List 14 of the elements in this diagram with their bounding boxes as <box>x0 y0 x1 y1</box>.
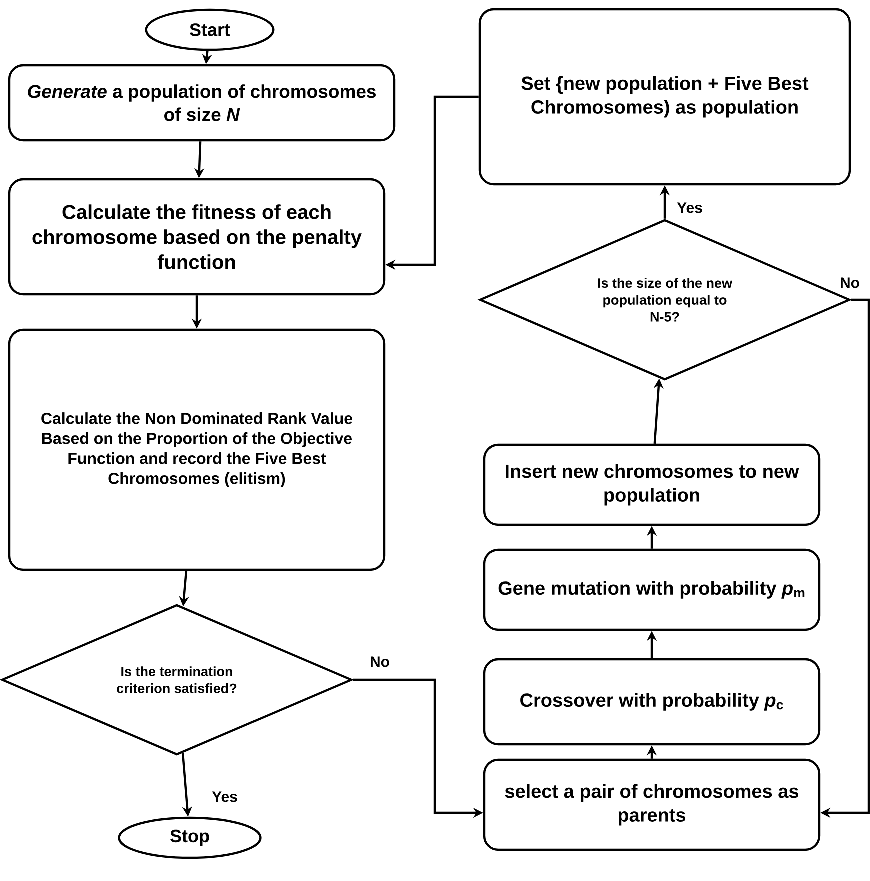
process-box: Gene mutation with probability p$_{m}$ <box>483 548 821 632</box>
process-box: Crossover with probability p$_{c}$ <box>483 658 821 746</box>
edge-label: No <box>841 278 860 288</box>
terminal-oval: Start <box>145 8 275 52</box>
terminal-oval: Stop <box>118 816 262 860</box>
process-box: Insert new chromosomes to new population <box>483 444 821 526</box>
edge-label: No <box>371 656 390 668</box>
process-box: Calculate the fitness of each chromosome based on the penalty function <box>8 178 386 296</box>
edge-label: Yes <box>677 202 702 214</box>
process-box: Calculate the Non Dominated Rank Value Based on the Proportion of the Objective Function and record the Five Best Chromosomes (elitism) <box>8 328 386 572</box>
process-box: select a pair of chromosomes as parents <box>483 758 821 852</box>
edge-label: Yes <box>212 792 238 802</box>
process-box: Set {new population + Five Best Chromosomes) as population <box>478 8 852 186</box>
process-box: Generate a population of chromosomes of size N <box>8 64 396 142</box>
